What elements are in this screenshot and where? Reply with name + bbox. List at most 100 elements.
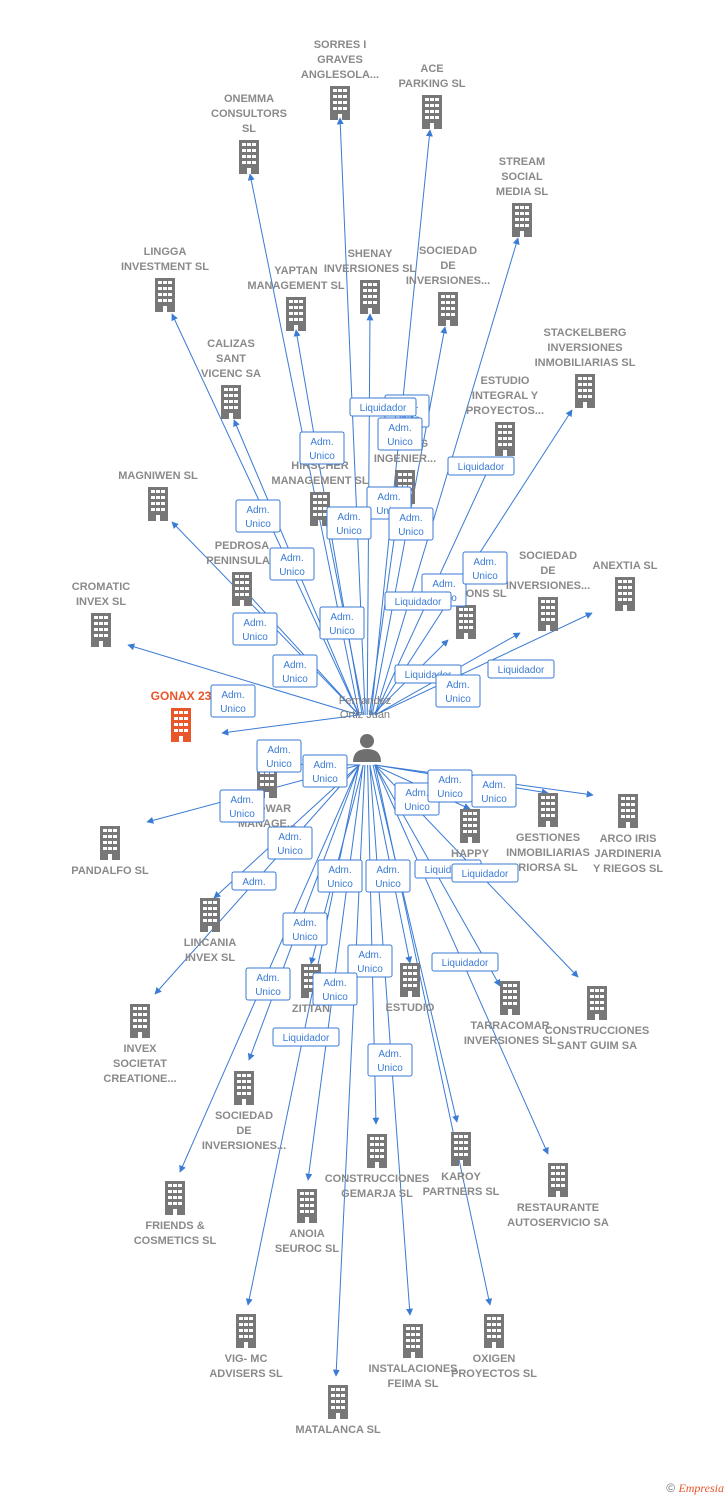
edge-label-box	[431, 952, 499, 972]
edge-label-text: Adm.	[280, 553, 303, 564]
edge-label-text: Unico	[387, 437, 413, 448]
building-icon	[484, 1314, 504, 1348]
edge-label-box	[317, 859, 363, 893]
company-name-line: ONEMMA	[224, 93, 274, 105]
company-name-line: INVERSIONES	[547, 342, 622, 354]
company-name-line: PANDALFO SL	[71, 865, 149, 877]
edge-label-box	[451, 863, 519, 883]
building-icon	[91, 613, 111, 647]
company-node-magniwen[interactable]: MAGNIWEN SL	[118, 470, 198, 521]
company-name-line: YAPTAN	[274, 265, 317, 277]
company-name-line: INVERSIONES...	[406, 275, 490, 287]
company-node-sociedad1[interactable]: SOCIEDADDEINVERSIONES...	[406, 245, 490, 326]
edge-label-box	[282, 912, 328, 946]
edge-label-text: Adm.	[446, 680, 469, 691]
edge-label-36: Adm.Unico	[245, 967, 291, 1001]
company-node-anextia[interactable]: ANEXTIA SL	[593, 560, 658, 611]
company-node-zittan[interactable]: ZITTAN	[292, 964, 330, 1015]
edge-label-box	[232, 612, 278, 646]
brand-logo-text: Empresia	[678, 1481, 724, 1495]
building-icon	[587, 986, 607, 1020]
edge-label-text: Adm.	[358, 950, 381, 961]
company-name-line: KAROY	[441, 1171, 481, 1183]
edge-label-28: Adm.	[231, 871, 277, 891]
company-name-line: GRAVES	[317, 54, 363, 66]
company-name-line: ZITTAN	[292, 1003, 330, 1015]
company-name-line: SANT	[216, 353, 246, 365]
edge-label-box	[326, 506, 372, 540]
company-node-matalanca[interactable]: MATALANCA SL	[295, 1385, 381, 1436]
edge-label-17: Adm.Unico	[272, 654, 318, 688]
company-node-estudio2[interactable]: ESTUDIO	[386, 963, 435, 1014]
company-node-friends[interactable]: FRIENDS &COSMETICS SL	[134, 1181, 217, 1247]
company-node-pandalfo[interactable]: PANDALFO SL	[71, 826, 149, 877]
building-icon	[500, 981, 520, 1015]
edge-label-text: Adm.	[278, 832, 301, 843]
company-node-sociedad2[interactable]: SOCIEDADDEINVERSIONES...	[506, 550, 590, 631]
company-name-line: ESTUDIO	[481, 375, 530, 387]
company-node-sorres[interactable]: SORRES IGRAVESANGLESOLA...	[301, 39, 379, 120]
edge-label-24: Adm.Unico	[427, 769, 473, 803]
building-icon	[538, 793, 558, 827]
edge-label-text: Unico	[481, 794, 507, 805]
company-name-line: INVESTMENT SL	[121, 261, 209, 273]
edge-label-box	[384, 591, 452, 611]
company-node-sociedad3[interactable]: SOCIEDADDEINVERSIONES...	[202, 1071, 286, 1152]
building-icon	[456, 605, 476, 639]
company-name-line: CREATIONE...	[103, 1073, 176, 1085]
building-icon	[100, 826, 120, 860]
company-name-line: VICENC SA	[201, 368, 261, 380]
edge-label-8: Adm.Unico	[388, 507, 434, 541]
company-name-line: OXIGEN	[473, 1353, 516, 1365]
company-node-gonax[interactable]: GONAX 23	[151, 689, 212, 742]
building-icon	[200, 898, 220, 932]
company-name-line: JARDINERIA	[594, 848, 661, 860]
company-name-line: PROYECTOS...	[466, 405, 544, 417]
edge-instalaciones	[369, 764, 414, 1316]
building-icon	[330, 86, 350, 120]
company-node-invex_soc[interactable]: INVEXSOCIETATCREATIONE...	[103, 1004, 177, 1085]
company-name-line: HAPPY	[451, 848, 490, 860]
edge-label-text: Unico	[242, 632, 268, 643]
building-icon	[171, 708, 191, 742]
building-icon	[403, 1324, 423, 1358]
building-icon	[618, 794, 638, 828]
edge-label-box	[447, 456, 515, 476]
edge-label-text: Unico	[309, 451, 335, 462]
edge-label-text: Adm.	[473, 557, 496, 568]
edge-label-text: Adm.	[376, 865, 399, 876]
edge-label-text: Adm.	[377, 492, 400, 503]
company-name-line: INMOBILIARIAS SL	[535, 357, 636, 369]
edge-label-text: Unico	[357, 964, 383, 975]
edge-label-text: Adm.	[330, 612, 353, 623]
edge-cromatic	[127, 643, 360, 716]
edge-label-text: Adm.	[323, 978, 346, 989]
edge-label-text: Unico	[404, 802, 430, 813]
company-name-line: SOCIETAT	[113, 1058, 167, 1070]
